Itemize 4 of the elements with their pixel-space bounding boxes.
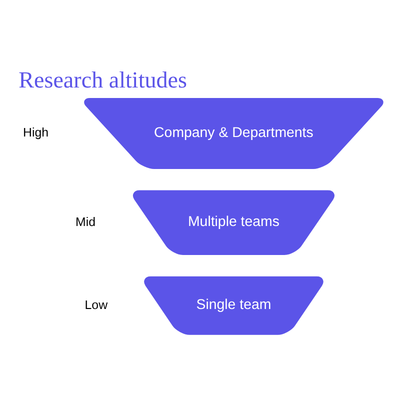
node-label: High [23,126,49,140]
diagram-title: Research altitudes [18,66,188,93]
node-label: Mid [76,214,96,229]
node-label: Low [84,298,108,312]
